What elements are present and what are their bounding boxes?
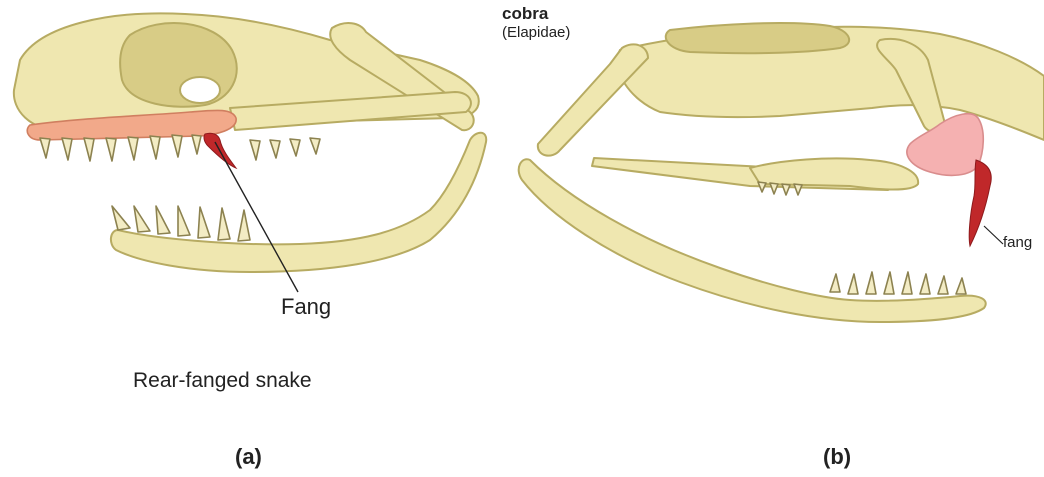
fang-pointer-line bbox=[984, 226, 1003, 244]
cobra-skull-illustration bbox=[500, 0, 1044, 477]
quadrate-bone bbox=[538, 44, 648, 155]
panel-rear-fanged-snake: Fang Rear-fanged snake (a) bbox=[0, 0, 500, 477]
cobra-title: cobra bbox=[502, 4, 548, 24]
cranium-ridge bbox=[666, 23, 849, 53]
cobra-family-label: (Elapidae) bbox=[502, 24, 570, 41]
rear-fanged-caption: Rear-fanged snake bbox=[133, 369, 312, 393]
maxilla bbox=[907, 114, 983, 176]
rear-fanged-skull-illustration bbox=[0, 0, 500, 477]
lower-jaw bbox=[111, 133, 486, 272]
fang-label: fang bbox=[1003, 234, 1032, 251]
orbit-hole bbox=[180, 77, 220, 103]
lower-teeth bbox=[830, 272, 966, 294]
panel-letter-a: (a) bbox=[235, 444, 262, 470]
cobra-fang bbox=[969, 160, 991, 246]
fang-label: Fang bbox=[281, 294, 331, 320]
panel-letter-b: (b) bbox=[823, 444, 851, 470]
panel-cobra: cobra (Elapidae) fang (b) bbox=[500, 0, 1044, 477]
